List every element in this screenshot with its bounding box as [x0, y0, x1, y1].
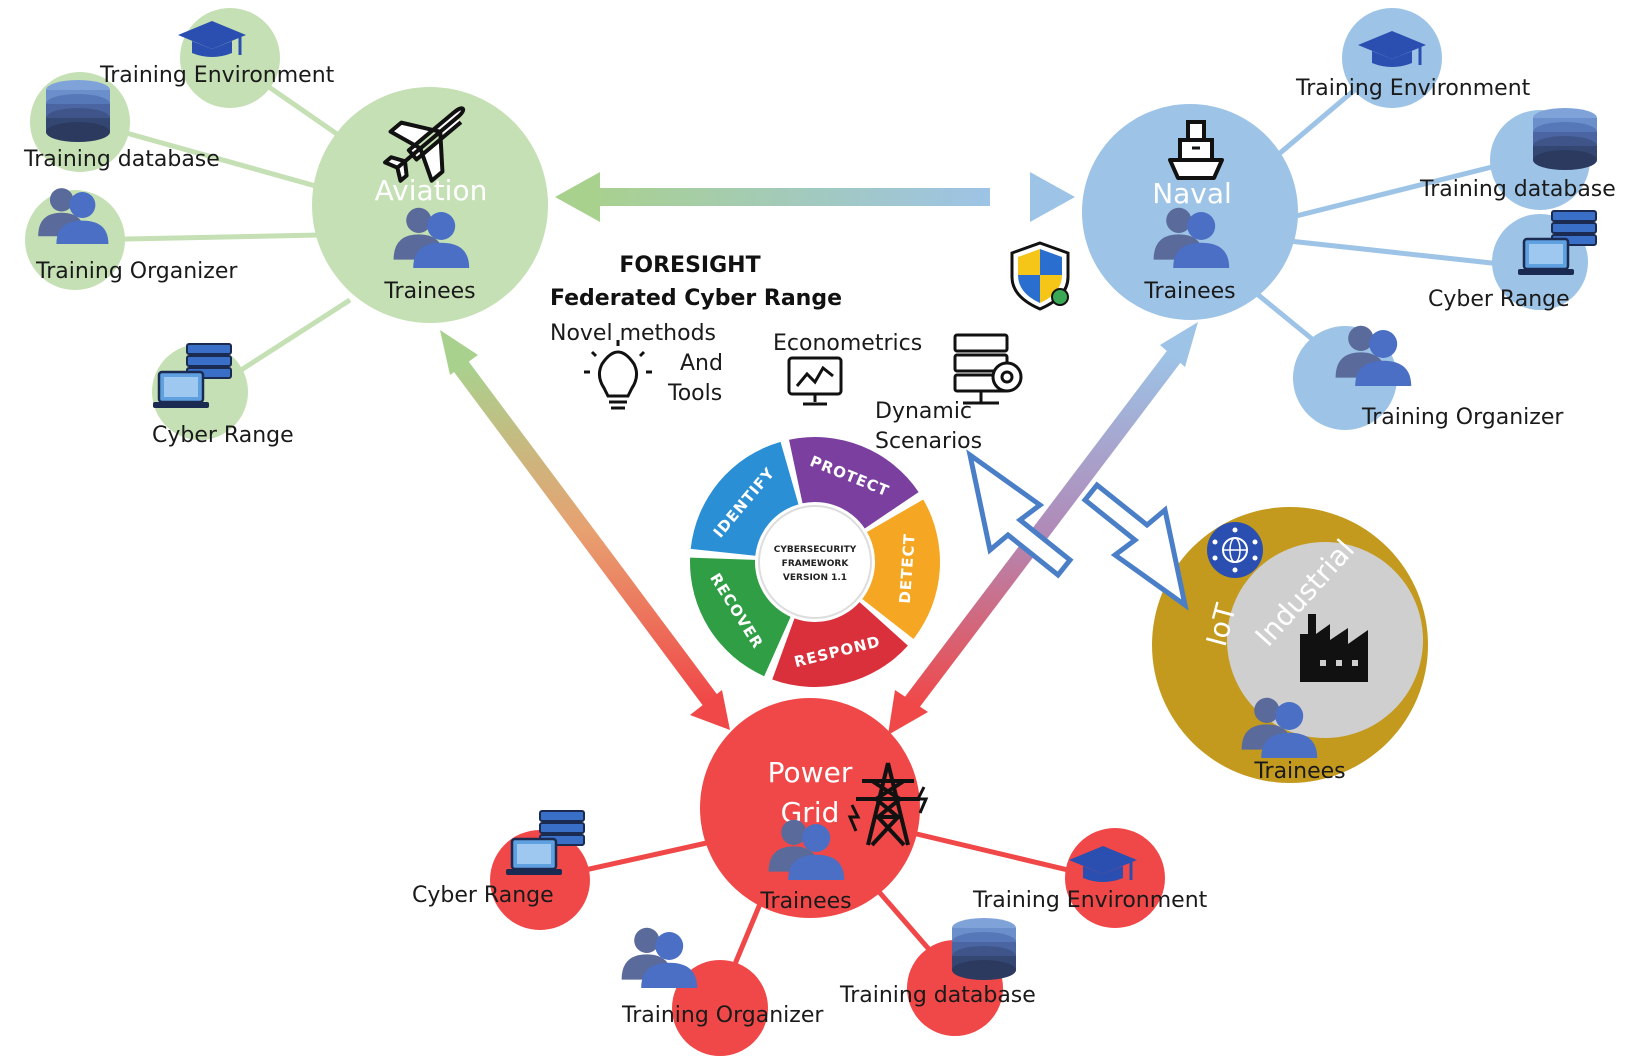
aviation-name: Aviation [375, 174, 488, 207]
and-label: And [680, 351, 723, 376]
arrow-aviation-naval [555, 172, 1075, 222]
aviation-training-environment-label: Training Environment [99, 63, 335, 88]
powergrid-cyber-range-label: Cyber Range [412, 883, 554, 908]
wheel-center-line: FRAMEWORK [782, 559, 850, 569]
naval-training-environment-label: Training Environment [1295, 76, 1531, 101]
powergrid-hub [700, 698, 920, 918]
scenarios-label: Scenarios [875, 429, 982, 454]
naval-trainees-label: Trainees [1143, 279, 1235, 304]
wheel-center [758, 505, 872, 619]
hollow-arrows-industrial [966, 449, 1189, 611]
naval-hub [1082, 104, 1298, 320]
transmission-tower-icon [847, 762, 929, 847]
aviation-training-database-label: Training database [23, 147, 220, 172]
wheel-segment-protect [789, 437, 919, 529]
arrow-naval-powergrid [888, 322, 1198, 735]
lightbulb-icon [584, 340, 652, 410]
wheel-segment-detect [862, 499, 940, 639]
powergrid-training-organizer-label: Training Organizer [621, 1003, 824, 1028]
framework-subtitle: Federated Cyber Range [550, 286, 842, 311]
server-gear-icon [953, 333, 1023, 405]
globe-network-icon [1207, 522, 1263, 578]
econometrics-label: Econometrics [773, 331, 922, 356]
naval-training-organizer-label: Training Organizer [1361, 405, 1564, 430]
factory-icon [1300, 614, 1368, 682]
powergrid-training-database-label: Training database [839, 983, 1036, 1008]
powergrid-trainees-label: Trainees [759, 889, 851, 914]
wheel-segment-identify [690, 441, 799, 556]
framework-title: FORESIGHT [619, 253, 760, 278]
dynamic-label: Dynamic [875, 399, 972, 424]
powergrid-training-environment-label: Training Environment [972, 888, 1208, 913]
tools-label: Tools [667, 381, 722, 406]
people-icon [621, 927, 698, 988]
aviation-trainees-label: Trainees [383, 279, 475, 304]
wheel-center-line: CYBERSECURITY [774, 545, 857, 555]
aviation-cyber-range-label: Cyber Range [152, 423, 294, 448]
wheel-center-line: VERSION 1.1 [783, 573, 847, 583]
database-icon [46, 80, 110, 142]
arrow-aviation-powergrid [440, 330, 730, 730]
ship-icon [1168, 120, 1224, 180]
industrial-trainees-label: Trainees [1253, 759, 1345, 784]
monitor-chart-icon [787, 356, 843, 406]
database-icon [952, 918, 1016, 980]
powergrid-name-line1: Power [768, 756, 853, 789]
naval-name: Naval [1152, 177, 1232, 210]
airplane-icon [383, 106, 466, 183]
wheel-segment-recover [690, 557, 791, 677]
naval-cyber-range-label: Cyber Range [1428, 287, 1570, 312]
database-icon [1533, 108, 1597, 170]
shield-icon [1010, 241, 1070, 311]
novel-methods-label: Novel methods [550, 321, 716, 346]
wheel-label-detect: DETECT [896, 533, 919, 605]
naval-training-database-label: Training database [1419, 177, 1616, 202]
aviation-hub [312, 87, 548, 323]
wheel-segment-respond [772, 602, 908, 687]
aviation-training-organizer-label: Training Organizer [35, 259, 238, 284]
